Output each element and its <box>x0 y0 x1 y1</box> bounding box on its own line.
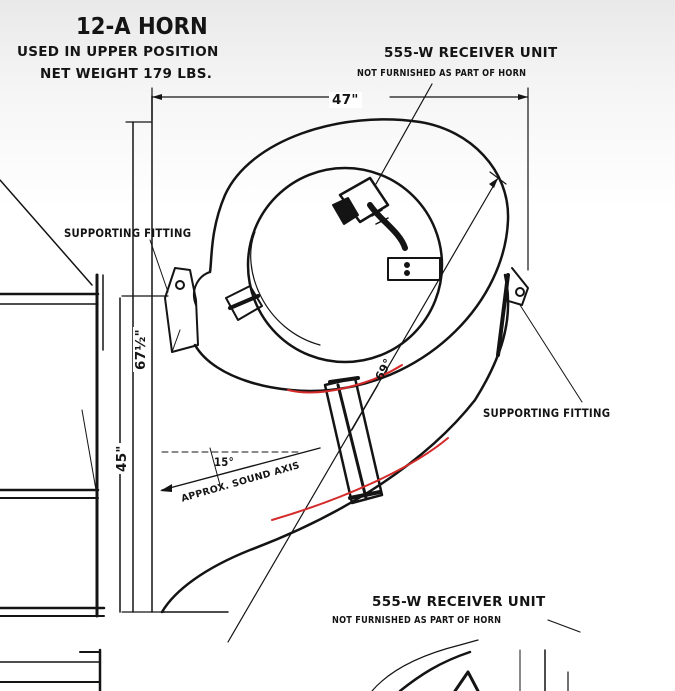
left-supporting-fitting <box>149 239 199 353</box>
diagonal-dimension-lines <box>227 171 507 643</box>
weight-note: NET WEIGHT 179 LBS. <box>40 66 213 82</box>
horn-spiral-body <box>160 118 510 614</box>
leader-lines <box>375 83 581 633</box>
lower-dimension-label: 45" <box>114 443 130 474</box>
receiver-unit-top <box>332 176 408 251</box>
receiver-bottom-label: 555-W RECEIVER UNIT <box>372 594 546 610</box>
red-markup-curves <box>271 364 449 521</box>
receiver-top-note: NOT FURNISHED AS PART OF HORN <box>357 68 527 79</box>
lower-horn-fragment <box>371 639 569 691</box>
ring-brackets <box>225 257 441 321</box>
width-dimension-label: 47" <box>329 92 362 108</box>
right-fitting-label: SUPPORTING FITTING <box>483 406 611 420</box>
drawing-title: 12-A HORN <box>76 14 208 40</box>
usage-note: USED IN UPPER POSITION <box>17 44 219 60</box>
left-cabinet-outline <box>0 179 106 691</box>
height-dimension-label: 67½" <box>133 327 149 372</box>
receiver-bottom-note: NOT FURNISHED AS PART OF HORN <box>332 615 502 626</box>
width-dimension-lines <box>151 87 529 271</box>
sound-axis-arrow <box>160 447 321 492</box>
receiver-top-label: 555-W RECEIVER UNIT <box>384 45 558 61</box>
left-fitting-label: SUPPORTING FITTING <box>64 226 192 240</box>
throat-clamp <box>323 376 384 505</box>
angle-15-label: 15° <box>214 455 234 469</box>
right-supporting-fitting <box>496 267 583 403</box>
